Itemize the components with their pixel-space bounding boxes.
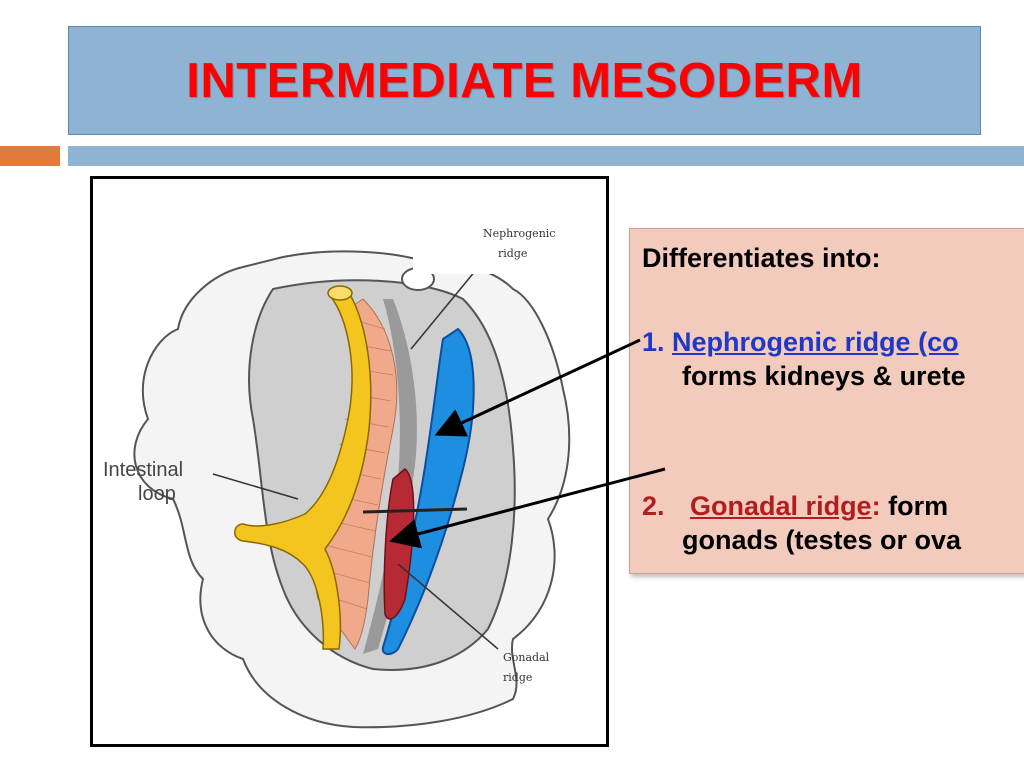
item-2-number: 2. <box>642 491 665 521</box>
label-nephrogenic-line2: ridge <box>498 247 527 260</box>
label-intestinal-line1: Intestinal <box>103 459 183 481</box>
description-box: Differentiates into: 1. Nephrogenic ridg… <box>629 228 1024 574</box>
label-gonadal-line1: Gonadal <box>503 651 550 664</box>
label-gonadal-line2: ridge <box>503 671 532 684</box>
gonadal-colon: : <box>871 491 881 521</box>
embryo-figure: Nephrogenic ridge Intestinal loop Gonada… <box>90 176 609 747</box>
item-2-line-2: gonads (testes or ova <box>682 525 962 555</box>
gonadal-term[interactable]: Gonadal ridge <box>690 491 872 521</box>
item-1-number: 1. <box>642 327 665 357</box>
differentiates-heading: Differentiates into: <box>642 243 881 273</box>
item-2-desc-a: form <box>880 491 949 521</box>
item-1-line-1: 1. Nephrogenic ridge (co <box>642 327 959 358</box>
item-2-line-1: 2. Gonadal ridge: form <box>642 491 948 522</box>
groove-shadow <box>363 299 417 654</box>
embryo-illustration: Nephrogenic ridge Intestinal loop Gonada… <box>103 224 571 729</box>
accent-bar-blue <box>68 146 1024 166</box>
title-banner: INTERMEDIATE MESODERM <box>68 26 981 135</box>
label-intestinal-line2: loop <box>138 483 176 505</box>
label-nephrogenic-line1: Nephrogenic <box>483 227 555 240</box>
nephrogenic-term[interactable]: Nephrogenic ridge (co <box>672 327 959 357</box>
slide-title: INTERMEDIATE MESODERM <box>186 53 863 108</box>
gut-tube <box>234 290 372 650</box>
item-1-line-2: forms kidneys & urete <box>682 361 966 391</box>
gut-opening <box>327 285 353 301</box>
accent-bar-orange <box>0 146 60 166</box>
